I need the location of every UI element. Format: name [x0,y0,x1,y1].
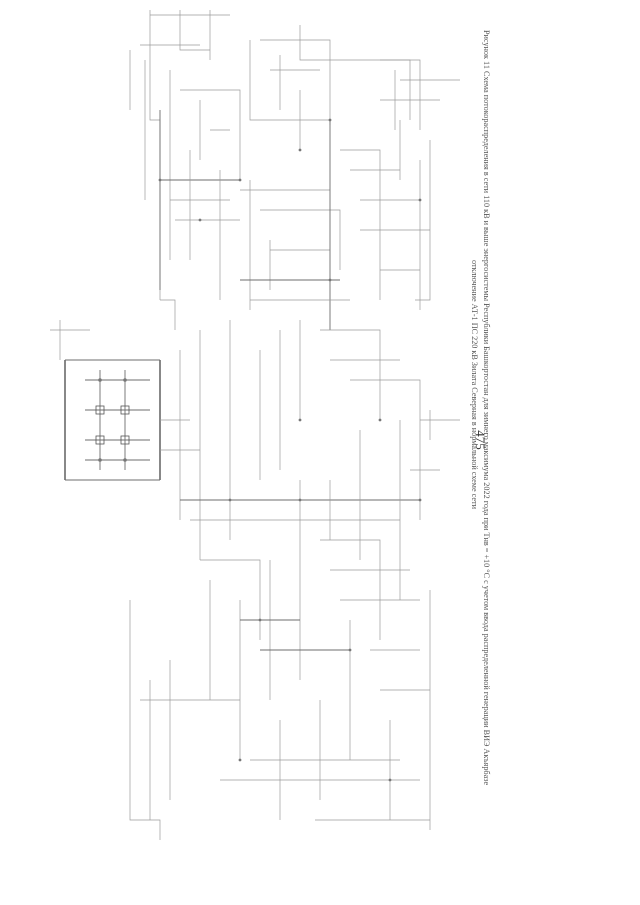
central-region [159,120,430,560]
substation-cluster [50,320,200,481]
lower-region [140,410,460,821]
node-markers [158,118,422,782]
top-region [129,10,460,260]
